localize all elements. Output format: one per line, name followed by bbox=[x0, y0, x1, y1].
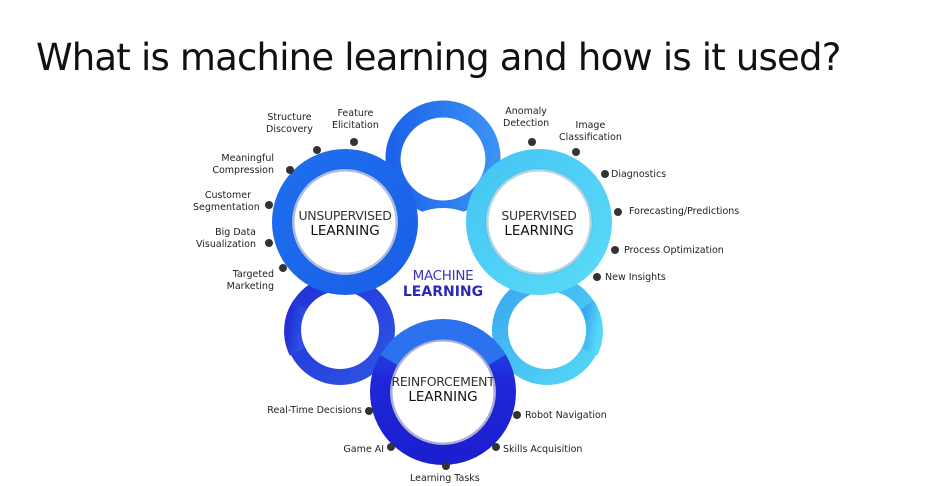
label-robot-navigation: Robot Navigation bbox=[525, 410, 607, 421]
left-lobe bbox=[285, 275, 395, 385]
reinforcement-hub: REINFORCEMENT LEARNING bbox=[391, 374, 495, 405]
label-game-ai: Game AI bbox=[343, 444, 384, 455]
label-learning-tasks: Learning Tasks bbox=[410, 473, 480, 484]
label-real-time-decisions: Real-Time Decisions bbox=[267, 405, 362, 416]
unsupervised-dots bbox=[265, 138, 358, 272]
supervised-hub: SUPERVISED LEARNING bbox=[501, 208, 577, 239]
supervised-ring bbox=[466, 149, 612, 295]
label-process-optimization: Process Optimization bbox=[624, 245, 724, 256]
reinforcement-dots bbox=[365, 407, 521, 470]
machine-learning-title: MACHINE LEARNING bbox=[402, 268, 484, 300]
label-skills-acquisition: Skills Acquisition bbox=[503, 444, 583, 455]
unsupervised-hub: UNSUPERVISED LEARNING bbox=[298, 208, 392, 239]
page-title: What is machine learning and how is it u… bbox=[36, 36, 841, 79]
label-new-insights: New Insights bbox=[605, 272, 666, 283]
label-forecasting-predictions: Forecasting/Predictions bbox=[629, 206, 740, 217]
label-diagnostics: Diagnostics bbox=[611, 169, 667, 180]
supervised-dots bbox=[528, 138, 622, 281]
reinforcement-ring bbox=[370, 319, 516, 465]
unsupervised-ring bbox=[272, 149, 418, 295]
right-lobe bbox=[492, 275, 602, 385]
